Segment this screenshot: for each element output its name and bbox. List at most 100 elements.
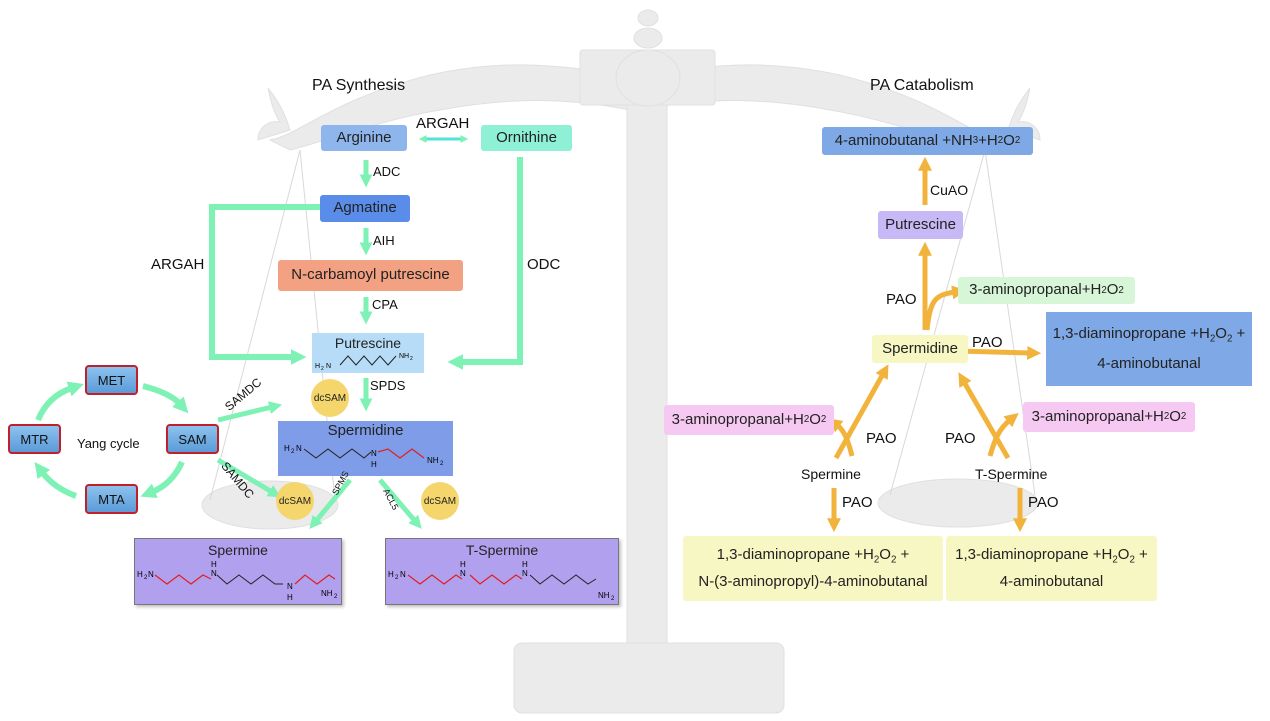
svg-text:2: 2 [291,449,295,455]
svg-text:2: 2 [334,594,338,600]
svg-text:H: H [388,570,394,579]
argah-bypass-arrow [209,204,320,365]
dcsam-badge: dcSAM [276,482,314,520]
svg-text:H: H [315,363,320,370]
svg-text:H: H [522,560,528,569]
spm-to-aminopropanal-arrow [827,418,855,457]
ornithine-box: Ornithine [481,125,572,151]
mtr-to-met-arrow [35,381,84,422]
svg-text:H: H [284,444,290,453]
synthesis-heading: PA Synthesis [312,77,406,94]
sam-to-mta-arrow [140,460,185,499]
spermidine-product-box: 1,3-diaminopropane +H2O2 + 4-aminobutana… [1046,312,1252,386]
pao-label: PAO [842,494,873,511]
n-carbamoyl-putrescine-box: N-carbamoyl putrescine [278,260,463,291]
pao-label: PAO [972,334,1003,351]
spm-to-spd-arrow [833,364,889,460]
met-box: MET [85,365,138,395]
svg-text:2: 2 [440,461,444,467]
svg-text:N: N [287,582,293,591]
catabolism-spermine-label: Spermine [801,466,861,482]
svg-text:2: 2 [144,575,148,581]
svg-text:H: H [211,560,217,569]
spd-to-product-arrow [957,345,1042,360]
tspm-to-aminopropanal-arrow [987,413,1019,457]
argah-left-label: ARGAH [151,256,205,273]
mta-to-mtr-arrow [34,462,78,499]
svg-text:N: N [400,570,406,579]
spd-to-aminopropanal-arrow [924,285,967,331]
svg-text:N: N [296,444,302,453]
svg-text:2: 2 [395,575,399,581]
t-spermine-label: T-Spermine [465,542,539,558]
spermine-product-box: 1,3-diaminopropane +H2O2 + N-(3-aminopro… [683,536,943,601]
adc-label: ADC [373,164,401,179]
cuao-label: CuAO [930,182,969,198]
aih-label: AIH [373,233,395,248]
samdc-upper-arrow [217,401,283,423]
svg-text:N: N [371,449,377,458]
svg-text:H: H [137,570,143,579]
svg-text:2: 2 [410,356,413,362]
pao-label: PAO [866,430,897,447]
putrescine-label: Putrescine [334,335,402,351]
cpa-label: CPA [372,297,398,312]
pao-label: PAO [1028,494,1059,511]
svg-text:NH: NH [427,456,439,465]
yang-cycle-label: Yang cycle [77,436,140,451]
catabolism-t-spermine-label: T-Spermine [975,466,1048,482]
svg-text:NH: NH [598,591,610,600]
mtr-box: MTR [8,424,61,454]
svg-text:H: H [287,593,293,602]
svg-text:NH: NH [321,589,333,598]
svg-text:N: N [211,569,217,578]
pao-label: PAO [886,291,917,308]
svg-text:H: H [371,460,377,469]
samdc-lower-arrow [216,457,281,498]
acl5-arrow [378,478,422,529]
dcsam-badge: dcSAM [311,379,349,417]
svg-text:N: N [522,569,528,578]
argah-top-label: ARGAH [416,115,470,132]
spermine-label: Spermine [208,542,268,558]
svg-text:N: N [148,570,154,579]
svg-text:NH: NH [399,353,409,360]
catabolism-putrescine-box: Putrescine [878,211,963,239]
t-spermine-product-box: 1,3-diaminopropane +H2O2 + 4-aminobutana… [946,536,1157,601]
odc-arrow [447,157,523,370]
odc-label: ODC [527,256,561,273]
catabolism-spermidine-box: Spermidine [872,335,968,363]
met-to-sam-arrow [142,383,189,414]
svg-text:2: 2 [321,366,324,372]
svg-text:N: N [460,569,466,578]
pao-label: PAO [945,430,976,447]
svg-text:N: N [326,363,331,370]
arginine-box: Arginine [321,125,407,151]
agmatine-box: Agmatine [320,195,410,222]
svg-text:2: 2 [611,596,615,602]
spermidine-label: Spermidine [327,422,404,439]
dcsam-badge: dcSAM [421,482,459,520]
spds-label: SPDS [370,378,406,393]
svg-text:H: H [460,560,466,569]
sam-box: SAM [166,424,219,454]
spms-arrow [309,478,352,530]
mta-box: MTA [85,484,138,514]
catabolism-heading: PA Catabolism [870,77,974,94]
tspm-to-spd-arrow [958,372,1011,460]
